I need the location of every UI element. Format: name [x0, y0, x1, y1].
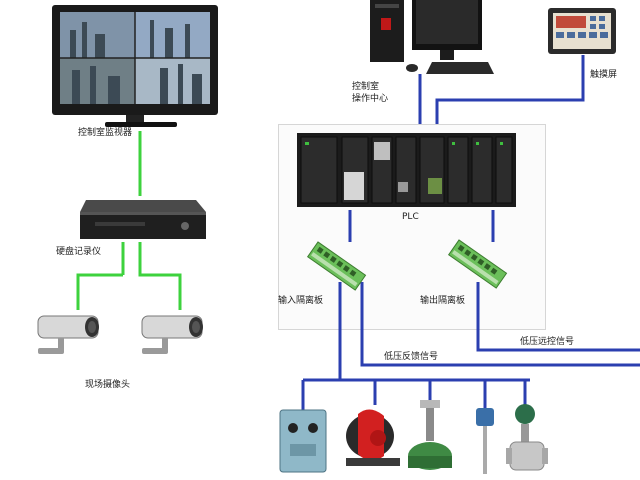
dvr-label: 硬盘记录仪: [56, 247, 102, 257]
operator-station-label-line1: 控制室: [352, 82, 380, 92]
touchscreen-label: 触摸屏: [590, 70, 618, 80]
terminal-board-icon: [306, 241, 367, 291]
remote-control-signal-label: 低压远控信号: [520, 337, 575, 347]
touchscreen-plc-link: [435, 55, 585, 124]
output-isolation-label: 输出隔离板: [420, 296, 466, 306]
camera-icon: [37, 315, 99, 354]
dvr-icon: [80, 200, 206, 239]
feedback-signal-label: 低压反馈信号: [384, 352, 439, 362]
monitor-icon: [52, 5, 218, 127]
pump-icon: [346, 409, 400, 466]
flowmeter-icon: [506, 404, 548, 471]
input-isolation-label: 输入隔离板: [278, 296, 324, 306]
cameras-label: 现场摄像头: [85, 380, 131, 390]
monitor-label: 控制室监视器: [78, 128, 133, 138]
plc-label: PLC: [402, 212, 419, 222]
junction-box-icon: [279, 409, 327, 473]
camera2-link: [138, 260, 182, 310]
level-switch-icon: [408, 400, 452, 470]
pc-monitor-icon: [412, 0, 482, 60]
terminal-board-icon: [447, 239, 508, 289]
operator-station-label-line2: 操作中心: [352, 94, 389, 104]
control-links: [301, 55, 640, 410]
pc-tower-icon: [370, 0, 404, 62]
camera1-link: [76, 273, 123, 310]
feedback-signal-line: [360, 282, 640, 367]
remote-control-line: [476, 282, 640, 352]
video-links: [76, 131, 182, 310]
plc-rack-icon: [297, 133, 516, 207]
touchscreen-icon: [548, 8, 616, 54]
keyboard-icon: [406, 62, 494, 74]
camera-icon: [141, 315, 203, 354]
temperature-sensor-icon: [476, 408, 494, 474]
